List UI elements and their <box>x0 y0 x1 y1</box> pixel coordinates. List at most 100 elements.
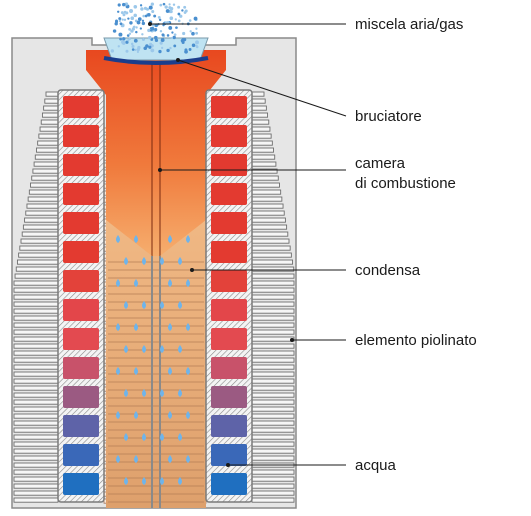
gas-particle <box>154 28 157 31</box>
label-condensate: condensa <box>355 262 421 279</box>
gas-particle <box>160 42 163 45</box>
gas-particle <box>120 22 123 25</box>
fin-left <box>36 148 58 152</box>
water-cell-left <box>63 415 99 437</box>
gas-particle <box>134 39 138 43</box>
gas-particle <box>129 9 133 13</box>
fin-left <box>31 183 58 187</box>
fin-left <box>14 295 58 299</box>
gas-particle <box>144 7 147 10</box>
gas-particle <box>158 50 161 53</box>
water-cell-right <box>211 328 247 350</box>
gas-particle <box>134 49 136 51</box>
fin-right <box>252 323 294 327</box>
gas-particle <box>168 3 170 5</box>
fin-left <box>39 134 58 138</box>
gas-particle <box>142 15 145 18</box>
fin-right <box>252 428 294 432</box>
fin-right <box>252 386 294 390</box>
water-cell-right <box>211 154 247 176</box>
fin-left <box>29 190 58 194</box>
gas-particle <box>133 26 135 28</box>
label-mixture: miscela aria/gas <box>355 16 463 33</box>
fin-right <box>252 442 294 446</box>
fin-left <box>14 323 58 327</box>
fin-left <box>42 113 58 117</box>
fin-left <box>25 218 58 222</box>
gas-particle <box>135 26 137 28</box>
fin-right <box>252 141 272 145</box>
gas-particle <box>189 19 192 22</box>
label-chamber-line2: di combustione <box>355 175 456 192</box>
fin-right <box>252 239 289 243</box>
fin-left <box>14 484 58 488</box>
gas-particle <box>158 16 161 19</box>
fin-right <box>252 134 271 138</box>
fin-left <box>35 155 58 159</box>
water-cell-right <box>211 415 247 437</box>
fin-left <box>14 407 58 411</box>
gas-particle <box>150 29 152 31</box>
fin-right <box>252 127 270 131</box>
gas-particle <box>131 43 134 46</box>
gas-particle <box>171 31 173 33</box>
gas-particle <box>148 36 152 40</box>
fin-right <box>252 162 276 166</box>
gas-particle <box>195 32 198 35</box>
fin-right <box>252 372 294 376</box>
fin-left <box>15 274 58 278</box>
gas-particle <box>147 13 151 17</box>
fin-left <box>23 225 58 229</box>
gas-particle <box>135 31 137 33</box>
gas-particle <box>178 19 181 22</box>
fin-right <box>252 414 294 418</box>
water-cell-left <box>63 299 99 321</box>
fin-right <box>252 281 294 285</box>
gas-particle <box>145 15 148 18</box>
water-cell-left <box>63 473 99 495</box>
gas-particle <box>118 45 120 47</box>
fin-right <box>252 309 294 313</box>
water-column-left <box>58 90 104 502</box>
gas-particle <box>121 11 124 14</box>
gas-particle <box>122 37 125 40</box>
fin-right <box>252 358 294 362</box>
callout-finned-element: elemento piolinato <box>290 332 477 349</box>
fin-left <box>14 477 58 481</box>
gas-particle <box>140 7 143 10</box>
fin-left <box>21 239 58 243</box>
gas-particle <box>174 33 177 36</box>
fin-right <box>252 351 294 355</box>
gas-particle <box>181 9 183 11</box>
gas-particle <box>119 38 122 41</box>
fin-right <box>252 260 293 264</box>
fin-left <box>14 372 58 376</box>
gas-particle <box>132 48 135 51</box>
fin-left <box>14 442 58 446</box>
fin-left <box>46 92 58 96</box>
gas-particle <box>131 45 134 48</box>
fin-right <box>252 197 282 201</box>
gas-particle <box>163 3 166 6</box>
water-cell-right <box>211 357 247 379</box>
gas-particle <box>141 33 143 35</box>
water-cell-left <box>63 270 99 292</box>
fin-right <box>252 190 281 194</box>
gas-particle <box>145 44 149 48</box>
fin-right <box>252 365 294 369</box>
fin-left <box>14 428 58 432</box>
gas-particle <box>125 11 128 14</box>
gas-particle <box>142 20 144 22</box>
fin-left <box>14 491 58 495</box>
gas-particle <box>149 6 153 10</box>
fin-left <box>14 302 58 306</box>
fin-right <box>252 302 294 306</box>
gas-particle <box>140 27 142 29</box>
gas-particle <box>160 30 162 32</box>
fin-left <box>45 99 58 103</box>
label-burner: bruciatore <box>355 108 422 125</box>
gas-particle <box>111 49 114 52</box>
gas-particle <box>181 39 185 43</box>
water-cell-right <box>211 241 247 263</box>
